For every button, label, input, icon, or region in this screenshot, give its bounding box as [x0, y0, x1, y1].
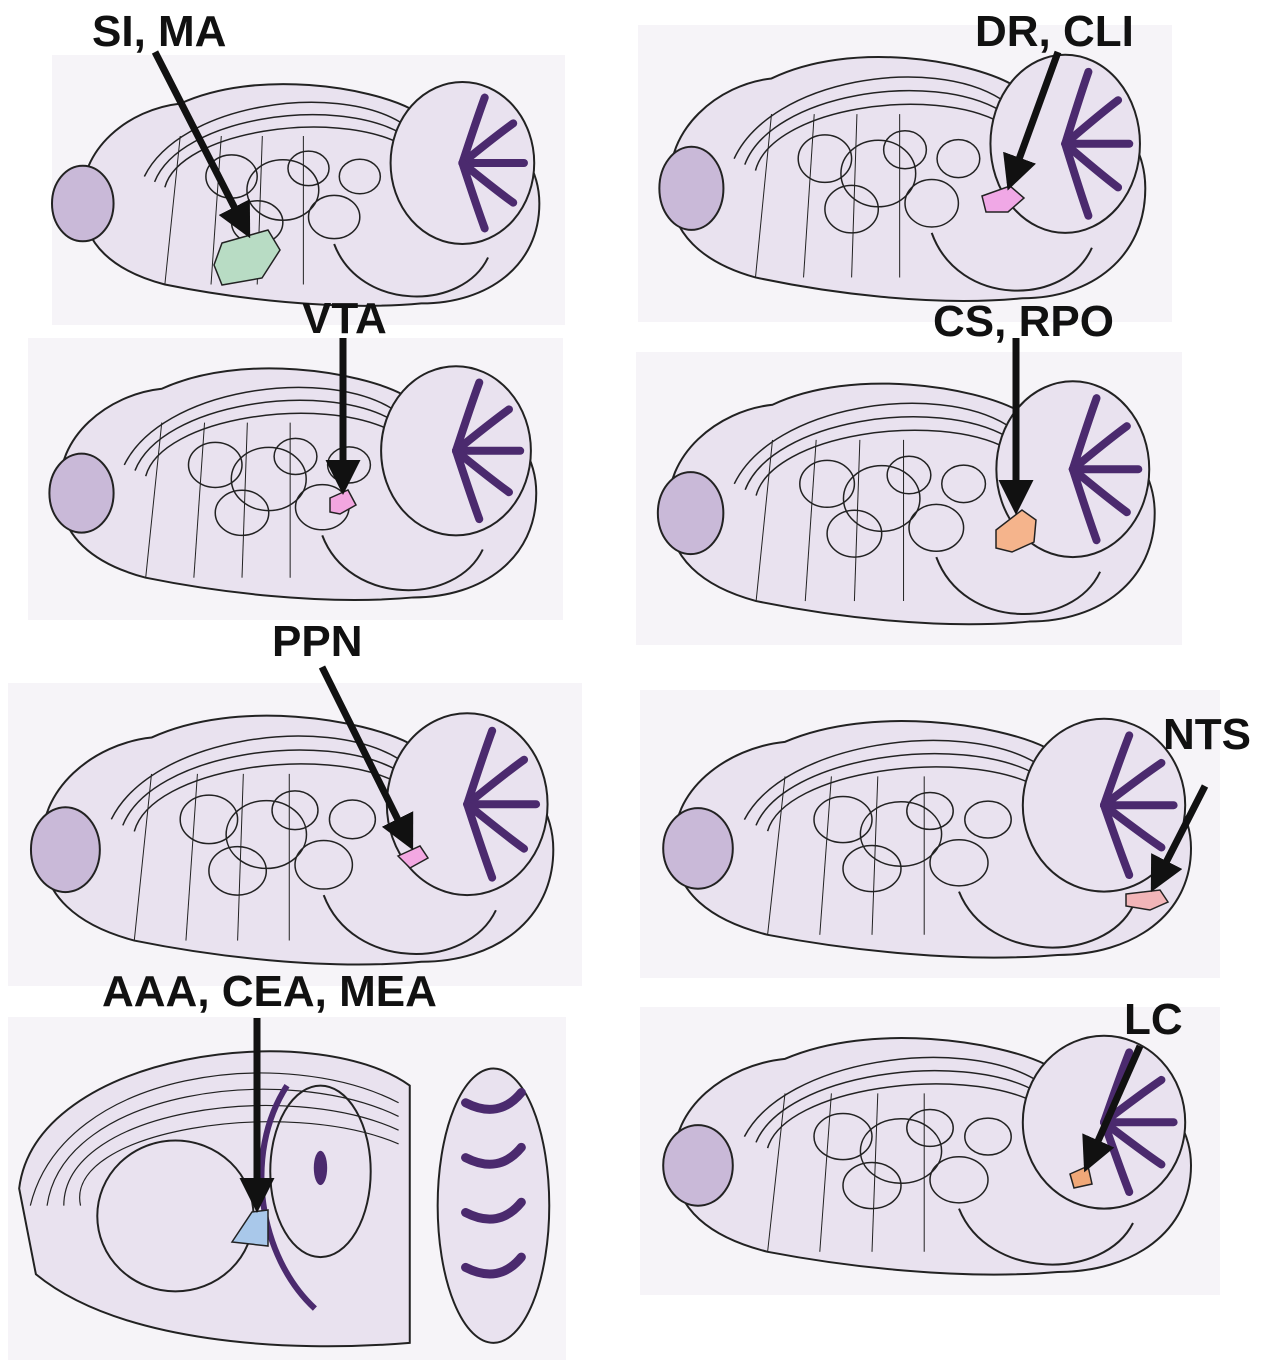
label-aaa-cea-mea: AAA, CEA, MEA	[102, 967, 437, 1016]
label-nts: NTS	[1163, 710, 1251, 759]
brain-section-dr-cli	[659, 55, 1145, 301]
olfactory-bulb	[663, 1125, 733, 1206]
olfactory-bulb	[658, 472, 724, 554]
brain-section-lc	[663, 1036, 1191, 1275]
label-vta: VTA	[302, 294, 387, 343]
label-ppn: PPN	[272, 617, 362, 666]
brain-section-cs-rpo	[658, 381, 1155, 624]
label-si-ma: SI, MA	[92, 7, 226, 56]
label-cs-rpo: CS, RPO	[933, 297, 1114, 346]
brain-section-aaa-cea-mea	[19, 1051, 549, 1346]
panel-nts: NTS	[640, 690, 1251, 978]
olfactory-bulb	[52, 166, 114, 242]
panel-ppn: PPN	[8, 617, 582, 986]
olfactory-bulb	[659, 147, 723, 230]
dark-region	[314, 1151, 327, 1185]
brain-section-vta	[49, 366, 536, 600]
panel-si-ma: SI, MA	[52, 7, 565, 325]
label-dr-cli: DR, CLI	[975, 7, 1134, 56]
olfactory-bulb	[31, 807, 100, 892]
panel-lc: LC	[640, 995, 1220, 1295]
brain-section-ppn	[31, 713, 553, 964]
panel-cs-rpo: CS, RPO	[636, 297, 1182, 645]
olfactory-bulb	[49, 454, 113, 533]
panel-aaa-cea-mea: AAA, CEA, MEA	[8, 967, 566, 1360]
panel-dr-cli: DR, CLI	[638, 7, 1172, 322]
brain-section-nts	[663, 719, 1191, 958]
olfactory-bulb	[663, 808, 733, 889]
label-lc: LC	[1124, 995, 1183, 1044]
panel-vta: VTA	[28, 294, 563, 620]
